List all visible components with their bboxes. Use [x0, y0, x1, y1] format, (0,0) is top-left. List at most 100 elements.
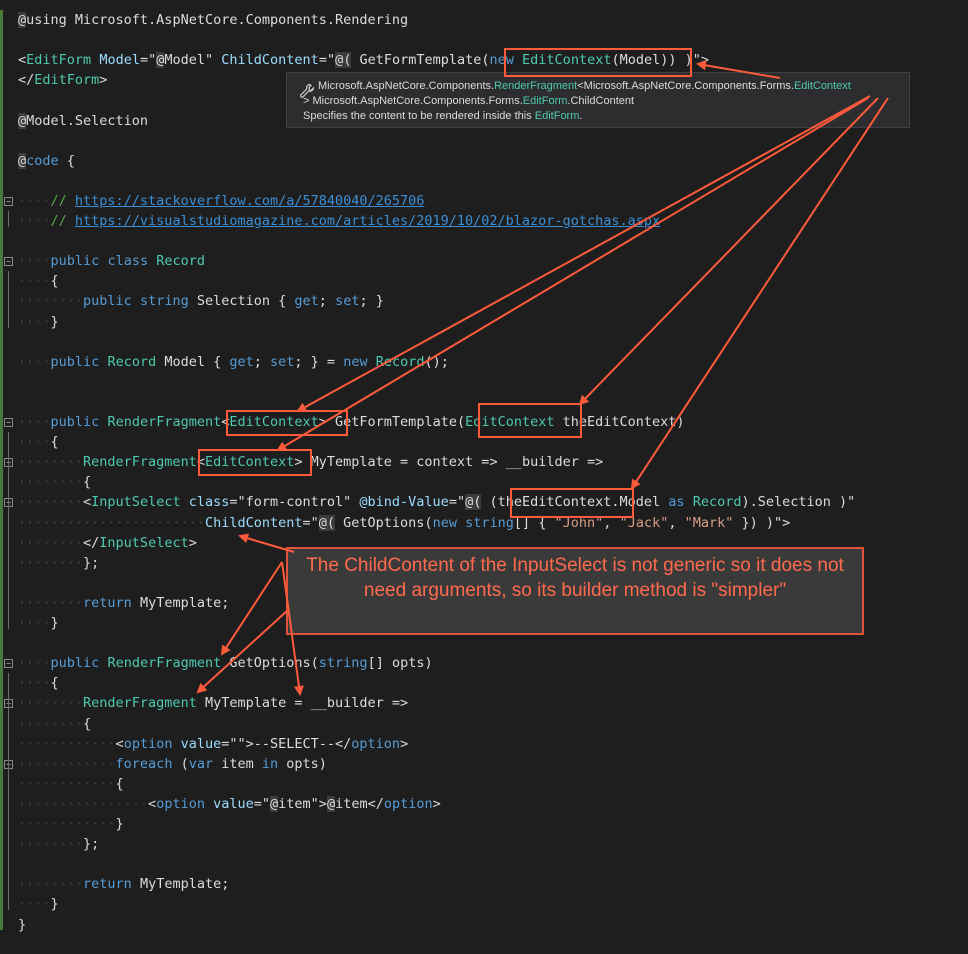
code-token: ; }: [359, 293, 384, 310]
code-token: ,: [668, 514, 685, 531]
code-token: RenderFragment: [83, 454, 197, 471]
fold-rail: [8, 512, 9, 549]
code-line[interactable]: ········public string Selection { get; s…: [18, 291, 384, 311]
code-line[interactable]: ············<option value="">--SELECT--<…: [18, 734, 408, 754]
code-line[interactable]: ········return MyTemplate;: [18, 874, 229, 894]
code-token: <: [18, 52, 27, 69]
code-token: EditContext: [522, 52, 612, 69]
code-token: ········: [18, 474, 84, 491]
code-token: RenderFragment: [107, 414, 222, 430]
code-line[interactable]: ····{: [18, 673, 59, 693]
code-line[interactable]: ····public RenderFragment<EditContext> G…: [18, 412, 685, 432]
code-line[interactable]: @Model.Selection: [18, 111, 148, 131]
code-token: public: [83, 293, 132, 310]
code-token: new: [343, 353, 368, 370]
code-token: ;: [318, 293, 336, 310]
code-token: public: [50, 655, 100, 672]
code-line[interactable]: ················<option value="@item">@i…: [18, 794, 441, 814]
code-token: <: [115, 735, 124, 752]
code-token: EditForm: [34, 72, 100, 89]
code-line[interactable]: ····public RenderFragment GetOptions(str…: [18, 653, 433, 673]
code-line[interactable]: ····// https://visualstudiomagazine.com/…: [18, 211, 660, 231]
code-token: =": [253, 795, 271, 812]
code-line[interactable]: ············{: [18, 774, 124, 794]
fold-toggle-icon[interactable]: −: [4, 196, 13, 206]
code-token: };: [83, 554, 100, 571]
code-token: foreach: [115, 755, 173, 772]
code-token: ········: [18, 554, 84, 571]
code-line[interactable]: ············}: [18, 814, 124, 834]
code-token: https://visualstudiomagazine.com/article…: [74, 213, 661, 229]
fold-toggle-icon[interactable]: −: [4, 418, 13, 427]
code-token: @: [156, 52, 165, 69]
code-token: {: [58, 152, 75, 169]
code-line[interactable]: ····public class Record: [18, 251, 205, 271]
code-token: opts): [278, 755, 327, 772]
code-token: MyTemplate = __builder =>: [196, 695, 409, 712]
code-token: ········: [18, 715, 84, 732]
fold-toggle-icon[interactable]: −: [4, 659, 13, 669]
code-token: [132, 293, 140, 309]
code-token: option: [351, 735, 401, 752]
code-token: ············: [18, 735, 116, 752]
fold-toggle-icon[interactable]: −: [4, 257, 13, 267]
code-line[interactable]: ········};: [18, 834, 99, 854]
code-line[interactable]: ····}: [18, 894, 59, 914]
code-token: ····: [18, 253, 51, 270]
code-line[interactable]: ····{: [18, 271, 59, 291]
code-token: {: [50, 434, 59, 451]
code-token: Record: [692, 494, 742, 511]
code-line[interactable]: ····}: [18, 312, 59, 332]
code-token: @(: [318, 514, 336, 531]
code-token: >: [188, 534, 197, 551]
tooltip-description: Specifies the content to be rendered ins…: [303, 110, 583, 122]
code-token: set: [335, 293, 360, 310]
code-line[interactable]: ········</InputSelect>: [18, 533, 197, 553]
code-line[interactable]: @using Microsoft.AspNetCore.Components.R…: [18, 10, 408, 30]
code-line[interactable]: ····// https://stackoverflow.com/a/57840…: [18, 191, 424, 211]
highlight-theeditcontext-usage: [510, 488, 634, 518]
code-line[interactable]: ····}: [18, 613, 59, 633]
code-token: @: [18, 112, 27, 129]
code-token: ChildContent: [221, 52, 319, 69]
code-line[interactable]: ····public Record Model { get; set; } = …: [18, 352, 449, 372]
code-token: EditContext: [204, 454, 295, 471]
code-token: ············: [18, 816, 116, 832]
code-token: ····: [18, 353, 51, 370]
code-line[interactable]: ········RenderFragment<EditContext> MyTe…: [18, 452, 603, 472]
code-token: @: [326, 795, 336, 812]
code-token: ····: [18, 675, 51, 692]
code-line[interactable]: ········};: [18, 553, 99, 573]
code-token: get: [229, 353, 254, 370]
code-token: class: [188, 494, 230, 511]
code-token: ····: [18, 655, 51, 672]
code-line[interactable]: ············foreach (var item in opts): [18, 754, 327, 774]
code-line[interactable]: ········RenderFragment MyTemplate = __bu…: [18, 693, 408, 713]
code-line[interactable]: }: [18, 915, 26, 935]
callout-text: The ChildContent of the InputSelect is n…: [306, 555, 844, 601]
code-line[interactable]: ········<InputSelect class="form-control…: [18, 492, 855, 512]
code-token: @(: [465, 494, 482, 511]
code-line[interactable]: ········{: [18, 714, 91, 734]
code-line[interactable]: @code {: [18, 151, 75, 171]
code-token: }: [50, 896, 59, 913]
code-token: item">: [278, 795, 327, 812]
code-token: GetOptions(: [221, 655, 319, 672]
code-token: [] {: [513, 514, 555, 531]
code-token: }: [18, 916, 27, 933]
highlight-mytemplate-generic-arg: [198, 449, 312, 476]
code-token: {: [83, 474, 92, 491]
code-token: @: [270, 795, 279, 812]
code-token: get: [294, 293, 319, 310]
code-token: //: [50, 192, 75, 209]
code-token: [172, 736, 180, 752]
code-line[interactable]: ····{: [18, 432, 59, 452]
code-line[interactable]: ········{: [18, 472, 91, 492]
code-line[interactable]: <EditForm Model="@Model" ChildContent="@…: [18, 50, 709, 70]
code-token: value: [180, 735, 222, 752]
code-line[interactable]: </EditForm>: [18, 70, 107, 90]
code-token: <: [83, 494, 92, 511]
code-line[interactable]: ········return MyTemplate;: [18, 593, 229, 613]
code-line[interactable]: ·······················ChildContent="@( …: [18, 513, 790, 533]
